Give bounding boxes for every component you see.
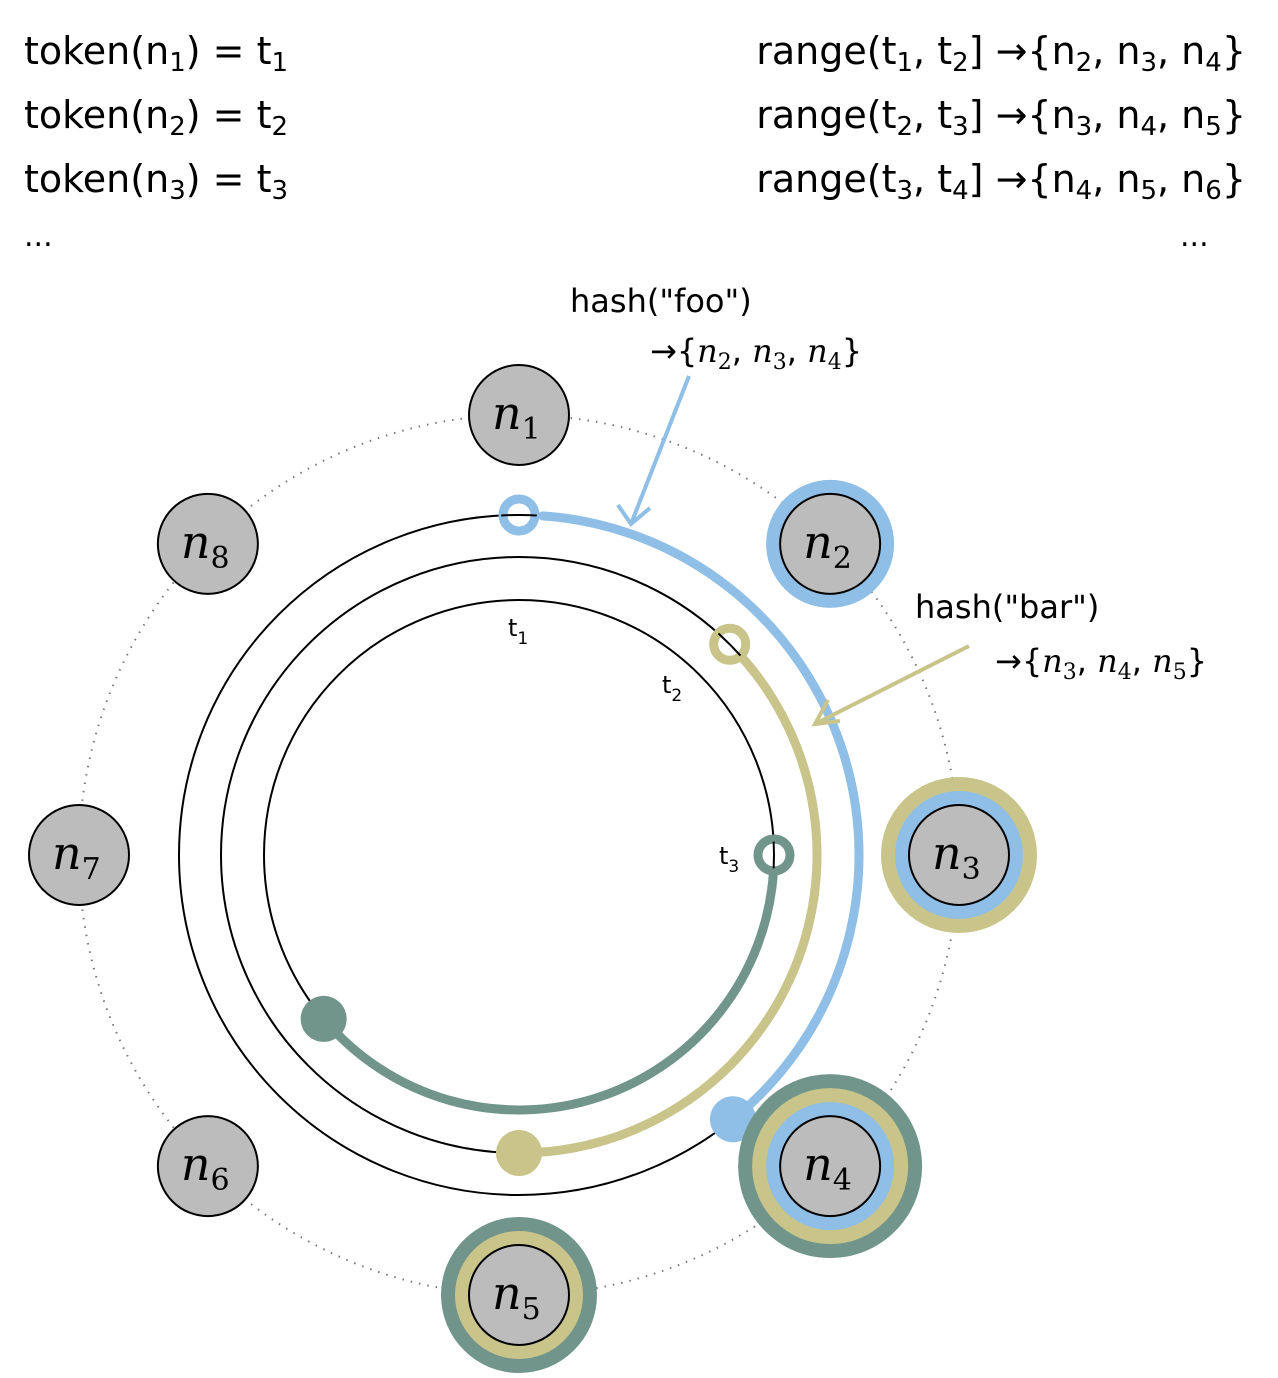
node-label: n8 xyxy=(181,515,230,576)
ring-node-n8[interactable]: n8 xyxy=(156,492,259,595)
node-circle xyxy=(779,1115,882,1218)
t3-range-arc xyxy=(319,868,778,1115)
foo-pointer-arrow xyxy=(616,375,691,527)
token-eq-2: token(n2) = t2 xyxy=(24,93,289,142)
bar-pointer-arrow xyxy=(811,644,970,727)
node-circle xyxy=(28,804,130,906)
node-label: n6 xyxy=(181,1137,230,1198)
token-label-t1: t1 xyxy=(508,614,528,649)
node-label: n2 xyxy=(803,515,852,576)
token-ellipsis: ... xyxy=(24,219,53,254)
bar-hash-label: hash("bar") xyxy=(915,588,1099,626)
range-eq-2: range(t2, t3] →{n3, n4, n5} xyxy=(756,93,1246,142)
token-label-t2: t2 xyxy=(662,671,682,706)
ring-node-n7[interactable]: n7 xyxy=(28,804,130,906)
bar-range-arc xyxy=(514,654,822,1158)
ring-segment xyxy=(717,632,742,657)
bar-range-end-marker xyxy=(496,1130,542,1176)
token-label-t3: t3 xyxy=(719,842,739,877)
node-label: n5 xyxy=(492,1266,541,1327)
bar-replica-set: →{n3, n4, n5} xyxy=(995,642,1207,685)
range-eq-3: range(t3, t4] →{n4, n5, n6} xyxy=(756,157,1246,206)
ring-node-n4[interactable]: n4 xyxy=(738,1074,923,1259)
node-label: n4 xyxy=(803,1137,852,1198)
foo-range-end-marker xyxy=(709,1096,756,1143)
foo-replica-set: →{n2, n3, n4} xyxy=(650,332,862,375)
node-circle xyxy=(468,1244,570,1346)
ring-node-n2[interactable]: n2 xyxy=(766,479,895,608)
node-label: n1 xyxy=(492,386,541,447)
foo-hash-label: hash("foo") xyxy=(570,282,752,320)
node-label: n7 xyxy=(52,826,101,887)
token-eq-3: token(n3) = t3 xyxy=(24,157,289,206)
foo-range-arc xyxy=(538,511,864,1124)
range-eq-1: range(t1, t2] →{n2, n3, n4} xyxy=(756,29,1246,78)
ring-node-n3[interactable]: n3 xyxy=(881,777,1037,933)
ring-node-n1[interactable]: n1 xyxy=(468,364,570,466)
node-circle xyxy=(468,364,570,466)
t3-range-end-marker xyxy=(300,995,347,1042)
range-ellipsis: ... xyxy=(1180,219,1209,254)
node-circle xyxy=(156,1115,259,1218)
token-eq-1: token(n1) = t1 xyxy=(24,29,289,78)
node-circle xyxy=(779,492,882,595)
node-circle xyxy=(908,804,1010,906)
ring-node-n6[interactable]: n6 xyxy=(156,1115,259,1218)
node-circle xyxy=(156,492,259,595)
node-label: n3 xyxy=(932,826,981,887)
ring-node-n5[interactable]: n5 xyxy=(441,1217,597,1373)
